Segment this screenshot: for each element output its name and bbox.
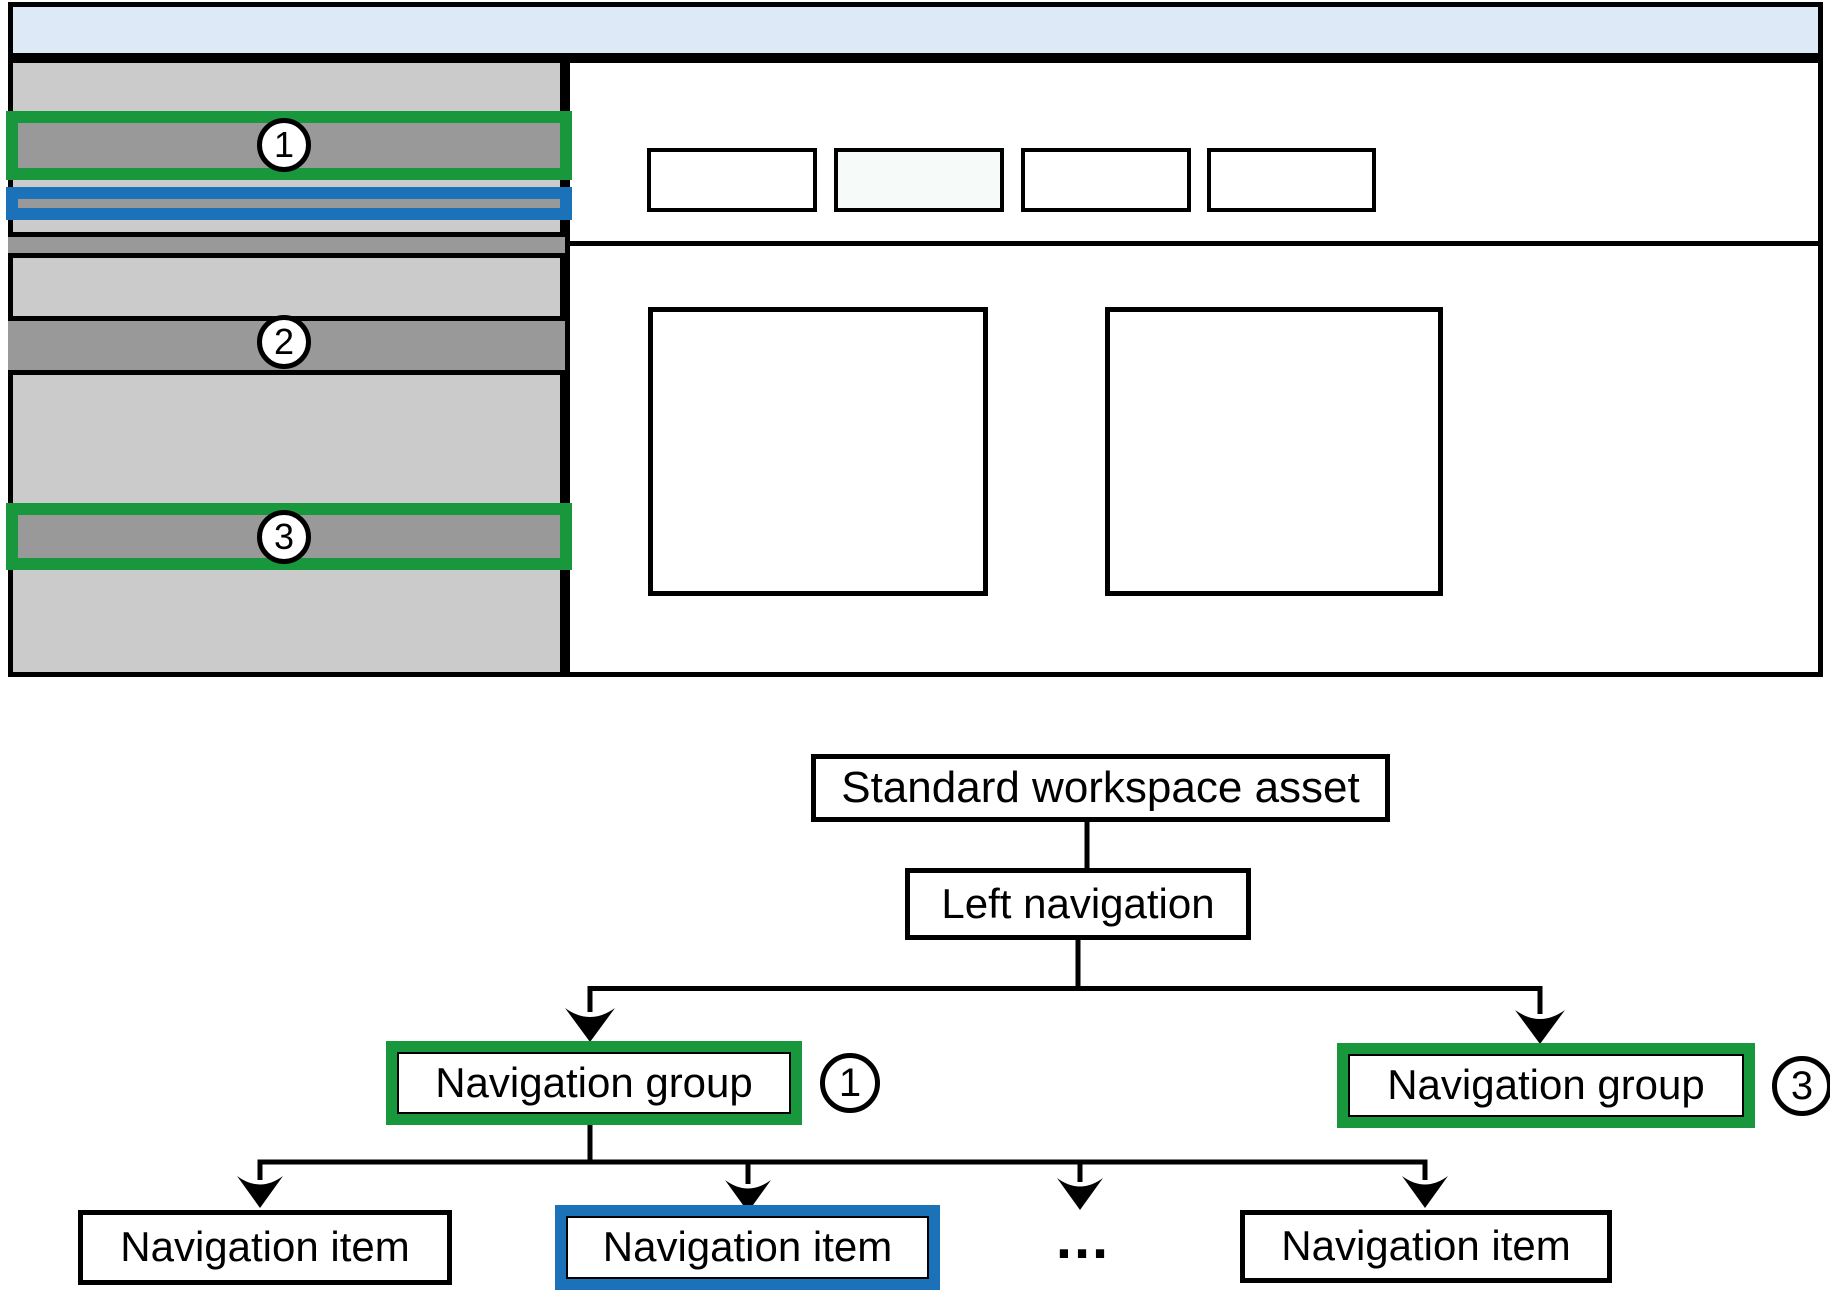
arrowhead-icon	[237, 1176, 283, 1208]
tree-node-root-label: Standard workspace asset	[841, 762, 1360, 812]
tree-node-group-right-box: Navigation group	[1348, 1054, 1744, 1117]
toolbar-tab-1	[647, 148, 817, 212]
toolbar-tab-4	[1207, 148, 1376, 212]
tree-node-left-navigation-label: Left navigation	[941, 879, 1215, 927]
tree-node-item-1-label: Navigation item	[120, 1223, 410, 1271]
tree-node-item-3-label: Navigation item	[1281, 1222, 1571, 1270]
content-panel-2	[1105, 307, 1443, 596]
toolbar-tab-3	[1021, 148, 1191, 212]
tree-ellipsis-text: ...	[1055, 1205, 1111, 1271]
tree-badge-3-number: 3	[1790, 1064, 1814, 1108]
tree-node-item-selected-label: Navigation item	[602, 1223, 893, 1271]
tree-node-left-navigation: Left navigation	[905, 868, 1251, 940]
badge-1-number: 1	[273, 124, 295, 165]
content-panel-1	[648, 307, 988, 596]
tree-badge-1-circle: 1	[820, 1053, 880, 1113]
badge-2-circle: 2	[257, 315, 311, 369]
arrowhead-icon	[1402, 1176, 1448, 1208]
toolbar-tab-2	[834, 148, 1004, 212]
tree-ellipsis: ...	[1043, 1198, 1123, 1278]
tree-node-item-selected-box: Navigation item	[566, 1216, 929, 1279]
toolbar-divider	[565, 241, 1823, 246]
nav-item-bar	[8, 232, 565, 258]
tree-node-item-3: Navigation item	[1240, 1210, 1612, 1283]
badge-3-number: 3	[273, 516, 295, 557]
badge-2-number: 2	[273, 321, 295, 362]
tree-node-item-1: Navigation item	[78, 1210, 452, 1285]
arrowhead-icon	[1515, 1010, 1565, 1044]
tree-node-root: Standard workspace asset	[811, 754, 1390, 822]
tree-node-group-right-label: Navigation group	[1387, 1061, 1705, 1109]
tree-node-item-selected: Navigation item	[555, 1205, 940, 1290]
badge-3-circle: 3	[257, 510, 311, 564]
tree-node-group-left-label: Navigation group	[435, 1058, 753, 1106]
tree-node-group-left-box: Navigation group	[397, 1052, 791, 1114]
badge-1-circle: 1	[257, 118, 311, 172]
tree-node-group-left: Navigation group	[386, 1041, 802, 1125]
tree-badge-3-circle: 3	[1772, 1056, 1830, 1116]
arrowhead-icon	[565, 1008, 615, 1042]
app-header-bar	[8, 2, 1823, 58]
tree-badge-1-number: 1	[838, 1061, 862, 1105]
nav-item-highlight	[6, 187, 572, 220]
tree-node-group-right: Navigation group	[1337, 1043, 1755, 1128]
